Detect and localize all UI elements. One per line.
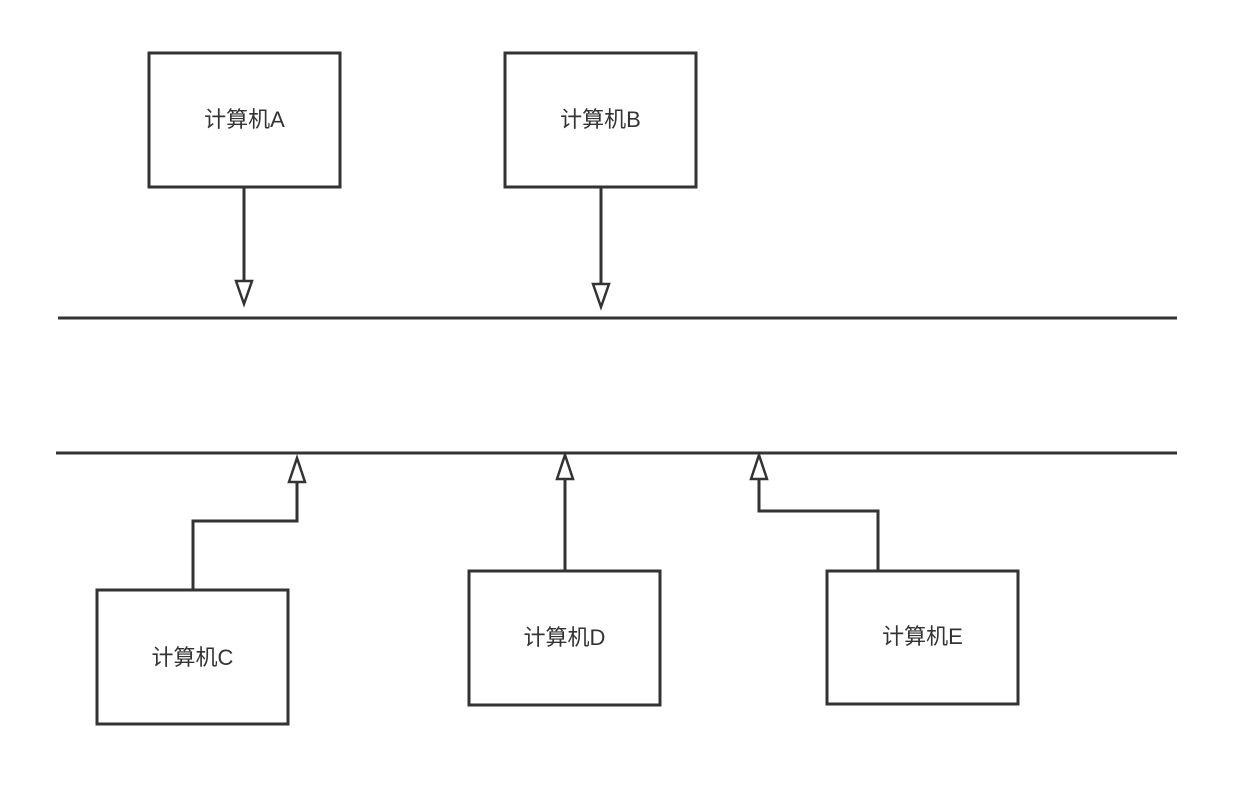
connector-a — [234, 187, 254, 308]
node-label: 计算机C — [152, 645, 234, 670]
node-computer-d: 计算机D — [467, 569, 662, 707]
node-label: 计算机E — [882, 624, 963, 649]
connector-c — [191, 454, 307, 590]
node-computer-b: 计算机B — [503, 51, 698, 189]
arrow-up-icon — [555, 451, 575, 481]
node-label: 计算机B — [560, 107, 641, 132]
arrow-up-icon — [749, 451, 769, 481]
node-computer-a: 计算机A — [147, 51, 342, 189]
node-label: 计算机A — [204, 107, 285, 132]
arrow-up-icon — [287, 454, 307, 484]
connector-d — [555, 451, 575, 570]
node-computer-c: 计算机C — [95, 588, 290, 726]
arrow-down-icon — [234, 279, 254, 308]
connector-b — [591, 187, 611, 311]
node-label: 计算机D — [524, 625, 606, 650]
connector-e — [749, 451, 880, 570]
node-computer-e: 计算机E — [825, 569, 1020, 706]
arrow-down-icon — [591, 282, 611, 311]
